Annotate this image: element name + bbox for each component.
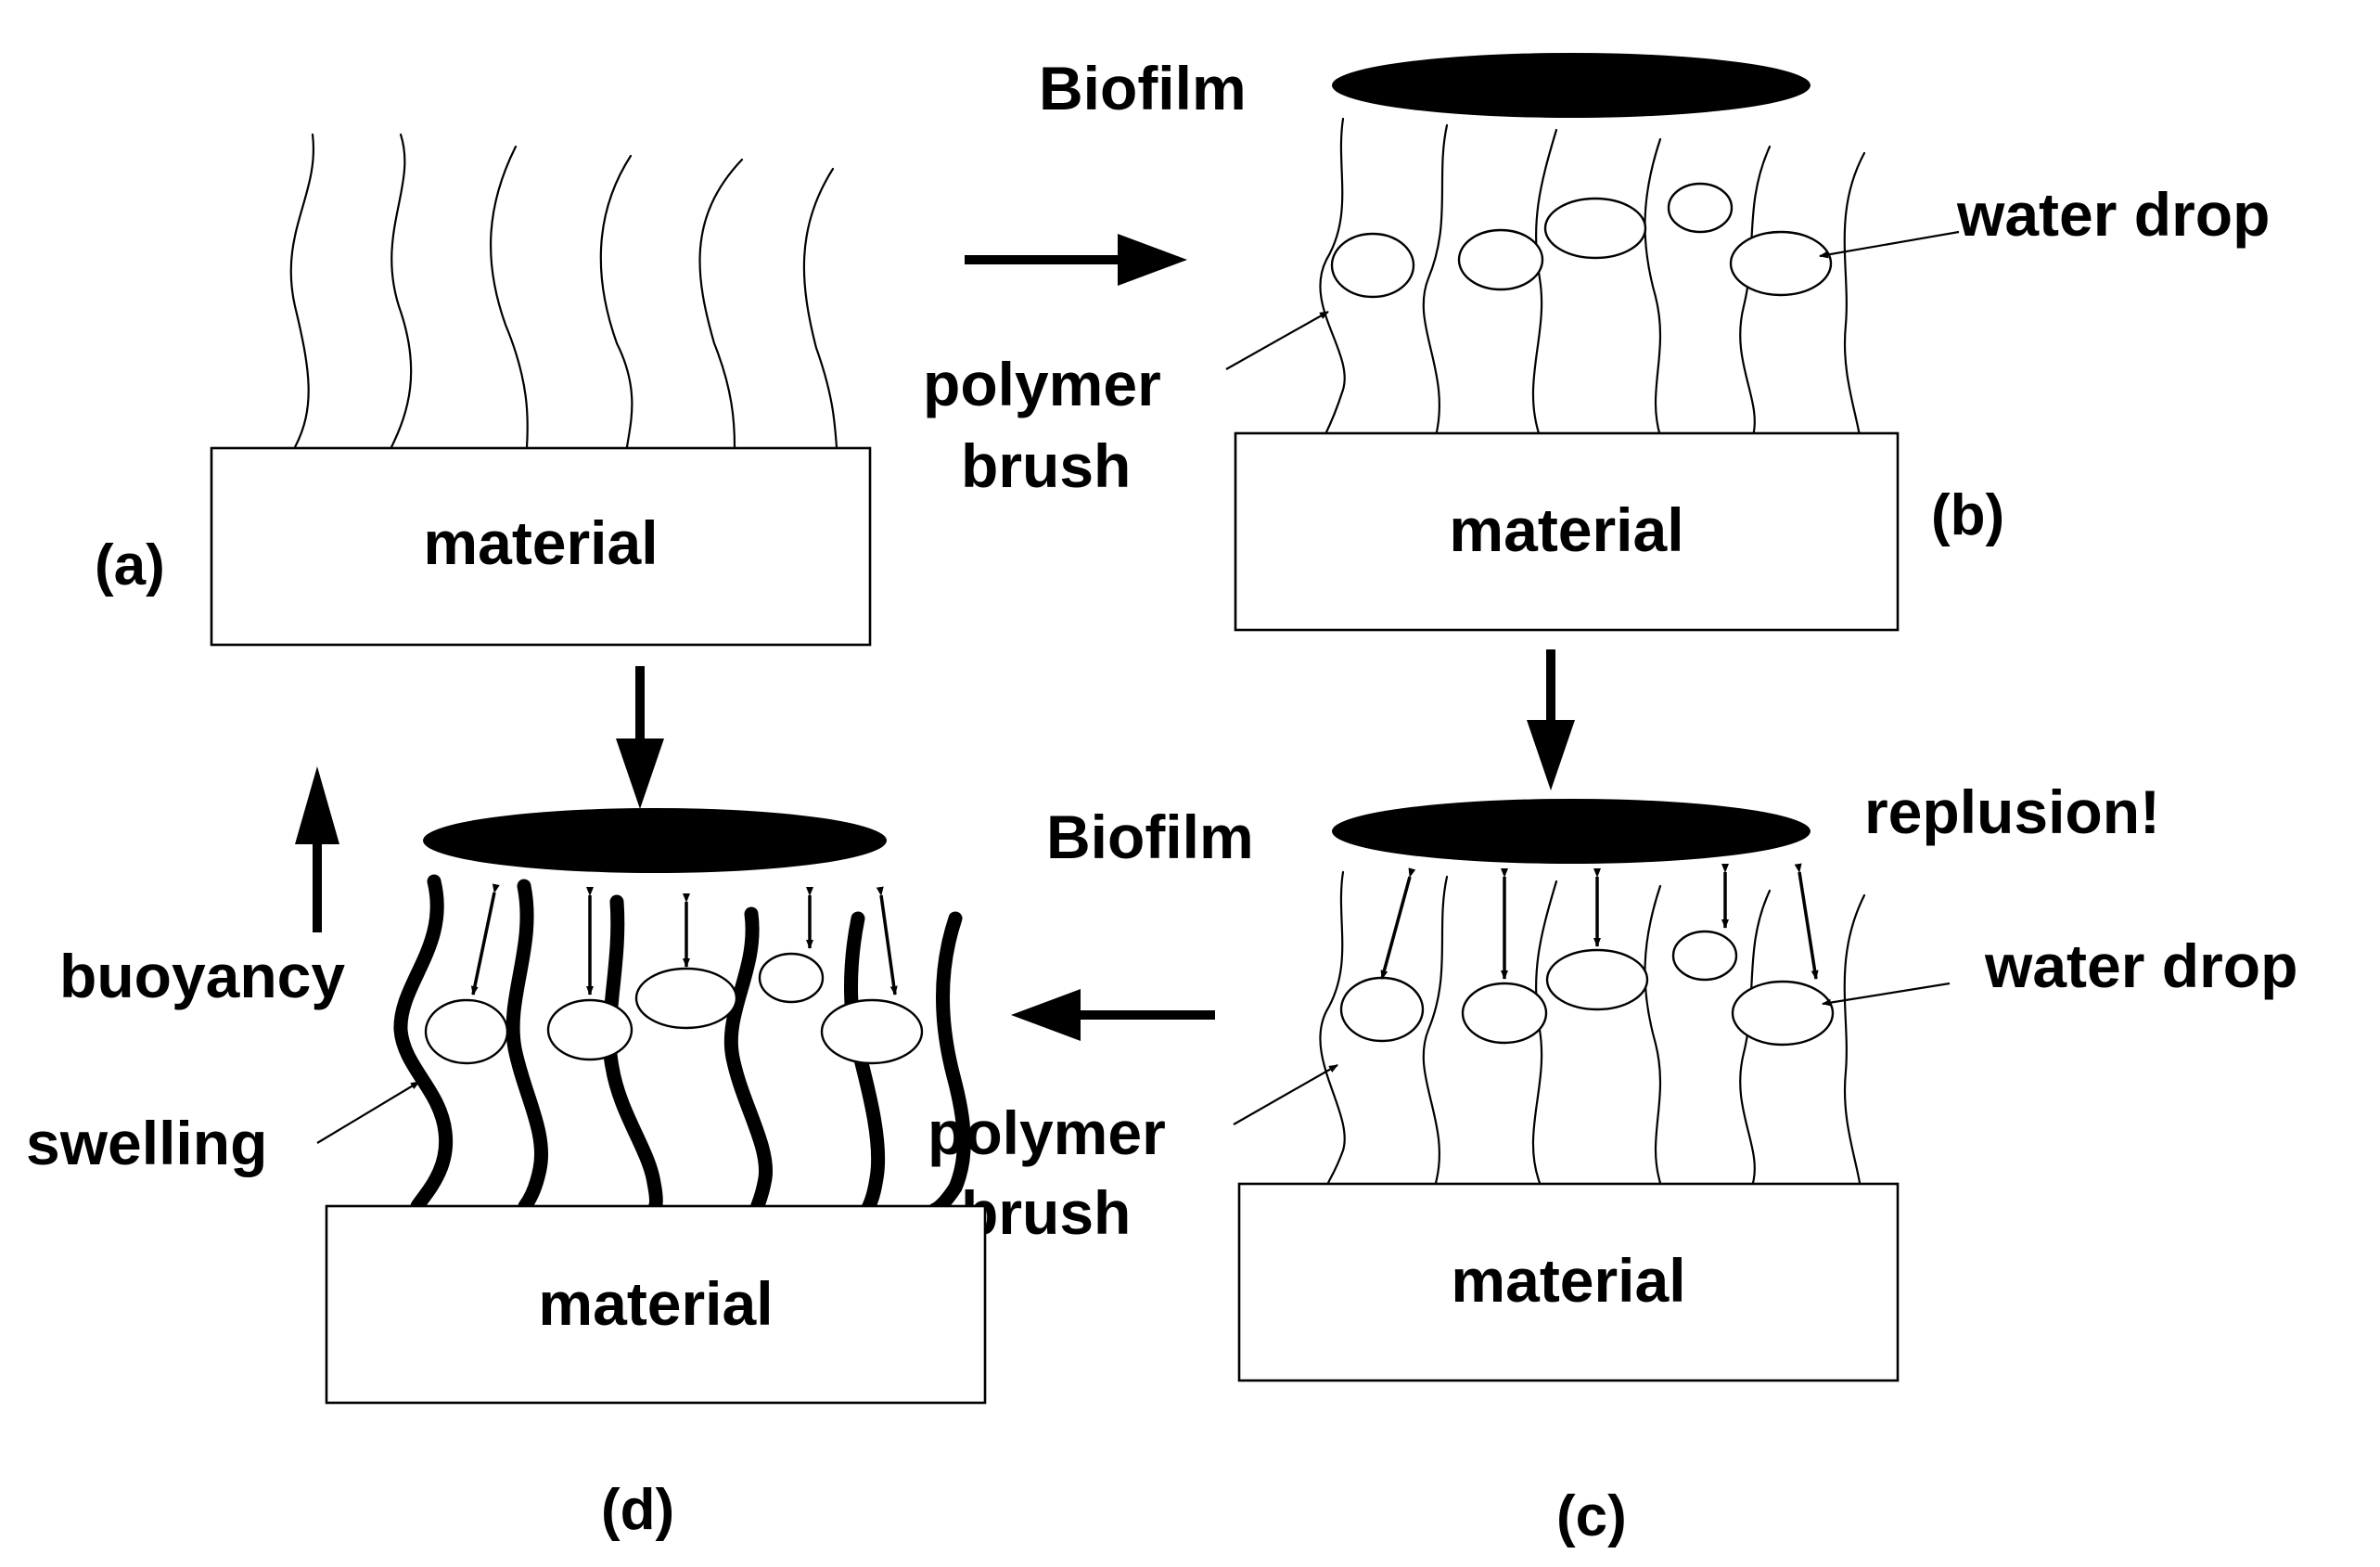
panel-b-biofilm (1332, 53, 1811, 118)
panel-d-water-drops (424, 952, 924, 1065)
panel-c: Biofilm replusion! water drop m (1046, 777, 2297, 1548)
panel-b-water-drops (1330, 182, 1833, 299)
panel-d-swelling-pointer (316, 1081, 420, 1144)
panel-b-material-block (1234, 431, 1900, 632)
panel-b-brush-strands (1319, 117, 1866, 438)
panel-d-swelling-label: swelling (26, 1109, 267, 1177)
panel-d-biofilm (423, 808, 887, 873)
panel-b-water-drop-label: water drop (1956, 180, 2270, 249)
flow-arrow-b-to-c (1527, 649, 1575, 790)
panel-a-material-block (210, 446, 872, 647)
panel-d-polymer-label: polymer (928, 1098, 1166, 1167)
panel-d-material-block (325, 1204, 987, 1405)
panel-c-material-block (1237, 1182, 1900, 1382)
panel-d-repulsion-arrows (470, 883, 898, 995)
flow-arrow-c-to-d (1011, 989, 1215, 1041)
panel-c-biofilm-label: Biofilm (1046, 803, 1254, 871)
panel-c-brush-strands (1319, 870, 1866, 1185)
panel-d-material-label: material (538, 1269, 773, 1338)
panel-c-repulsion-arrows (1380, 863, 1819, 980)
panel-c-biofilm (1332, 799, 1811, 864)
panel-d-buoyancy-label: buoyancy (59, 942, 345, 1010)
panel-d-swollen-brush-strands (393, 874, 971, 1217)
panel-d-buoyancy-arrow (295, 766, 339, 932)
panel-c-material-label: material (1451, 1246, 1685, 1315)
panel-a-tag: (a) (95, 533, 165, 597)
panel-b: Biofilm water drop polymer brush materia… (923, 53, 2270, 632)
panel-d-tag: (d) (601, 1478, 674, 1542)
flow-arrow-a-to-d (616, 666, 664, 809)
panel-c-repulsion-label: replusion! (1864, 777, 2160, 846)
flow-arrow-a-to-b (965, 234, 1187, 286)
panel-b-biofilm-label: Biofilm (1039, 54, 1247, 122)
panel-c-water-drops (1339, 930, 1835, 1047)
panel-d: swelling buoyancy polymer brush material… (26, 766, 1166, 1542)
panel-b-brush-label: brush (961, 431, 1131, 500)
panel-a-material-label: material (423, 508, 658, 577)
panel-b-water-drop-pointer (1819, 230, 1960, 259)
panel-c-water-drop-pointer (1822, 982, 1951, 1007)
panel-b-polymer-brush-pointer (1225, 311, 1329, 370)
panel-b-tag: (b) (1931, 483, 2004, 547)
panel-c-water-drop-label: water drop (1984, 931, 2297, 1000)
panel-a: material (a) (95, 133, 872, 647)
panel-c-tag: (c) (1556, 1484, 1627, 1548)
panel-d-brush-label: brush (961, 1178, 1131, 1247)
panel-b-polymer-label: polymer (923, 350, 1161, 418)
panel-b-material-label: material (1449, 495, 1683, 564)
panel-a-brush-strands (289, 133, 838, 449)
panel-c-polymer-brush-pointer (1233, 1064, 1338, 1125)
